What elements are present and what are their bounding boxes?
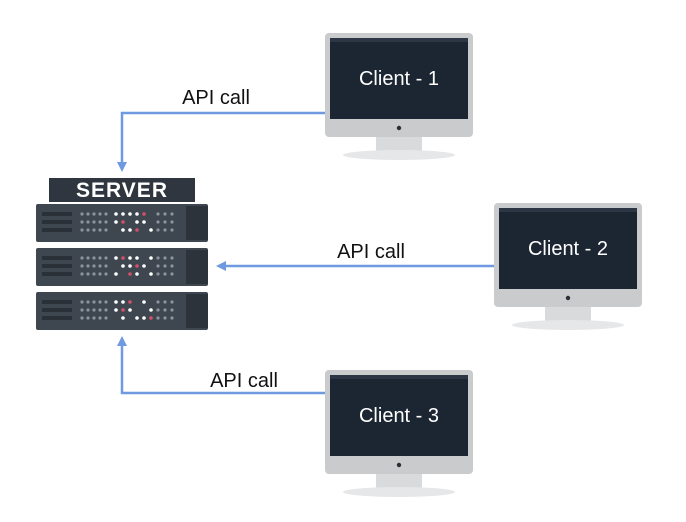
- client-3-label: Client - 3: [359, 405, 439, 427]
- arrow-client-2: API call: [216, 241, 494, 271]
- server-rack-unit: [36, 292, 208, 330]
- client-2-monitor: Client - 2: [494, 203, 642, 330]
- client-1-monitor: Client - 1: [325, 33, 473, 160]
- server-rack-unit: [36, 204, 208, 242]
- server-rack-unit: [36, 248, 208, 286]
- client-1-label: Client - 1: [359, 68, 439, 90]
- client-2-screen: [499, 208, 637, 289]
- arrow-label-3: API call: [210, 370, 278, 392]
- arrow-label-2: API call: [337, 241, 405, 263]
- client-2-label: Client - 2: [528, 238, 608, 260]
- arrow-client-3: API call: [117, 336, 326, 395]
- server: SERVER: [36, 178, 208, 330]
- server-label: SERVER: [76, 179, 168, 202]
- arrow-client-1: API call: [117, 87, 326, 172]
- server-label-plate: [49, 178, 195, 202]
- client-3-screen: [330, 375, 468, 456]
- client-3-monitor: Client - 3: [325, 370, 473, 497]
- client-1-screen: [330, 38, 468, 119]
- arrow-label-1: API call: [182, 87, 250, 109]
